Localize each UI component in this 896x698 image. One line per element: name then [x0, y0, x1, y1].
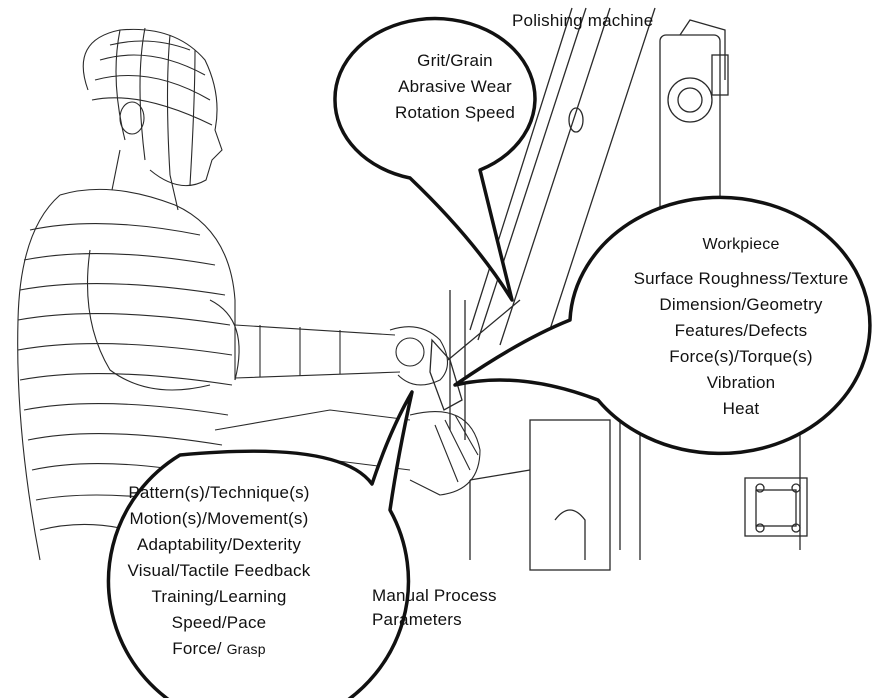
workpiece-line: Features/Defects	[598, 318, 884, 344]
workpiece-line: Vibration	[598, 370, 884, 396]
manual-process-line: Manual Process	[372, 584, 497, 608]
manual-line: Motion(s)/Movement(s)	[84, 506, 354, 532]
manual-process-label: Manual Process Parameters	[372, 584, 497, 632]
workpiece-title: Workpiece	[598, 232, 884, 258]
manual-bubble-text: Pattern(s)/Technique(s) Motion(s)/Moveme…	[84, 480, 354, 662]
manual-process-line: Parameters	[372, 608, 497, 632]
polishing-machine-label: Polishing machine	[512, 8, 653, 34]
machine-line: Grit/Grain	[355, 48, 555, 74]
manual-line: Visual/Tactile Feedback	[84, 558, 354, 584]
manual-line: Adaptability/Dexterity	[84, 532, 354, 558]
manual-last-line: Force/ Grasp	[84, 636, 354, 662]
manual-force-label: Force/	[172, 639, 226, 658]
workpiece-bubble-text: Workpiece Surface Roughness/Texture Dime…	[598, 232, 884, 422]
workpiece-line: Heat	[598, 396, 884, 422]
machine-line: Rotation Speed	[355, 100, 555, 126]
workpiece-line: Surface Roughness/Texture	[598, 266, 884, 292]
machine-bubble-text: Grit/Grain Abrasive Wear Rotation Speed	[355, 48, 555, 126]
manual-line: Pattern(s)/Technique(s)	[84, 480, 354, 506]
machine-line: Abrasive Wear	[355, 74, 555, 100]
manual-line: Speed/Pace	[84, 610, 354, 636]
manual-line: Training/Learning	[84, 584, 354, 610]
workpiece-line: Dimension/Geometry	[598, 292, 884, 318]
workpiece-line: Force(s)/Torque(s)	[598, 344, 884, 370]
manual-grasp-label: Grasp	[227, 641, 266, 657]
